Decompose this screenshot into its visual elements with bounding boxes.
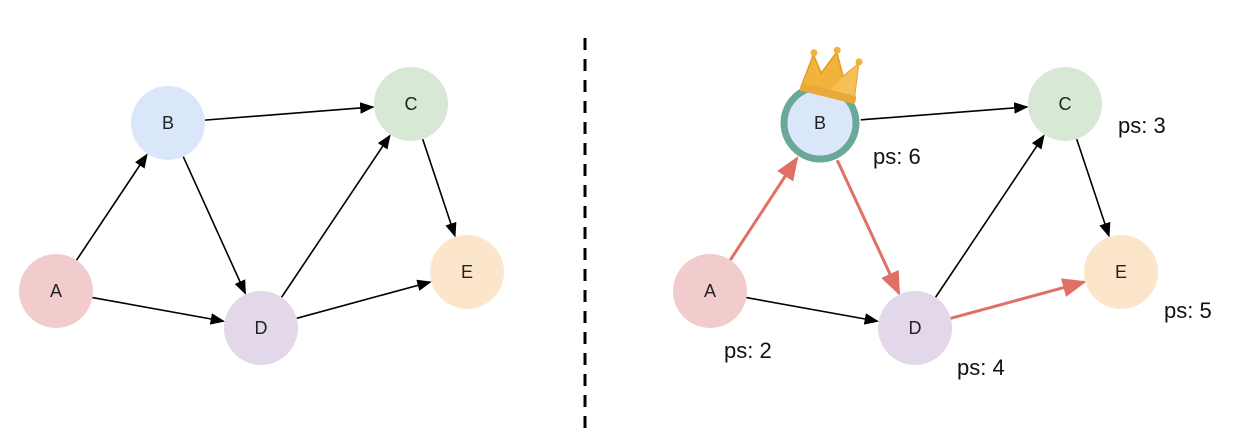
left-node-b-label: B	[162, 113, 174, 133]
right-edge-a-b-highlighted	[729, 156, 799, 261]
right-node-e-circle	[1084, 235, 1158, 309]
right-edge-a-d	[746, 296, 880, 325]
left-node-c-circle	[374, 67, 448, 141]
left-edge-b-c	[204, 102, 375, 121]
right-edges	[729, 102, 1111, 325]
left-edge-b-d	[182, 156, 247, 295]
left-edge-a-b	[75, 153, 148, 261]
left-graph-node-e[interactable]: E	[430, 235, 504, 309]
right-node-a-circle	[673, 254, 747, 328]
right-node-a-label: A	[704, 281, 716, 301]
left-edge-d-c	[280, 134, 391, 298]
right-node-e-label: E	[1115, 262, 1127, 282]
right-node-a-ps: ps: 2	[724, 338, 772, 363]
left-node-e-circle	[430, 235, 504, 309]
right-graph-node-a[interactable]: A	[673, 254, 747, 328]
right-node-d-label: D	[909, 318, 922, 338]
right-edge-d-c	[934, 134, 1045, 298]
right-graph-node-e[interactable]: E	[1084, 235, 1158, 309]
right-node-c-ps: ps: 3	[1118, 113, 1166, 138]
left-edge-a-d	[92, 296, 226, 325]
right-edge-c-e	[1075, 138, 1111, 238]
right-node-c-label: C	[1059, 94, 1072, 114]
right-node-b-label: B	[814, 113, 826, 133]
left-node-a-circle	[19, 254, 93, 328]
left-edge-c-e	[421, 138, 457, 238]
crown-icon	[799, 46, 863, 104]
left-node-d-label: D	[255, 318, 268, 338]
right-edge-b-d-highlighted	[835, 159, 901, 296]
left-node-b-circle	[131, 86, 205, 160]
right-graph-node-d[interactable]: D	[878, 291, 952, 365]
left-node-e-label: E	[461, 262, 473, 282]
left-graph-node-a[interactable]: A	[19, 254, 93, 328]
left-node-a-label: A	[50, 281, 62, 301]
right-edge-b-c	[860, 102, 1029, 121]
right-graph: A ps: 2 B ps: 6 C ps: 3 D ps: 4	[673, 46, 1212, 380]
left-edge-d-e	[296, 279, 432, 320]
right-node-c-circle	[1028, 67, 1102, 141]
left-node-d-circle	[224, 291, 298, 365]
right-edge-d-e-highlighted	[950, 278, 1087, 320]
left-graph-node-b[interactable]: B	[131, 86, 205, 160]
right-node-e-ps: ps: 5	[1164, 298, 1212, 323]
left-graph-node-d[interactable]: D	[224, 291, 298, 365]
right-node-d-circle	[878, 291, 952, 365]
left-graph: A B C D E	[19, 67, 504, 365]
right-node-d-ps: ps: 4	[957, 355, 1005, 380]
right-graph-node-c[interactable]: C	[1028, 67, 1102, 141]
left-graph-node-c[interactable]: C	[374, 67, 448, 141]
right-node-b-ps: ps: 6	[873, 144, 921, 169]
left-edges	[75, 102, 457, 325]
left-node-c-label: C	[405, 94, 418, 114]
